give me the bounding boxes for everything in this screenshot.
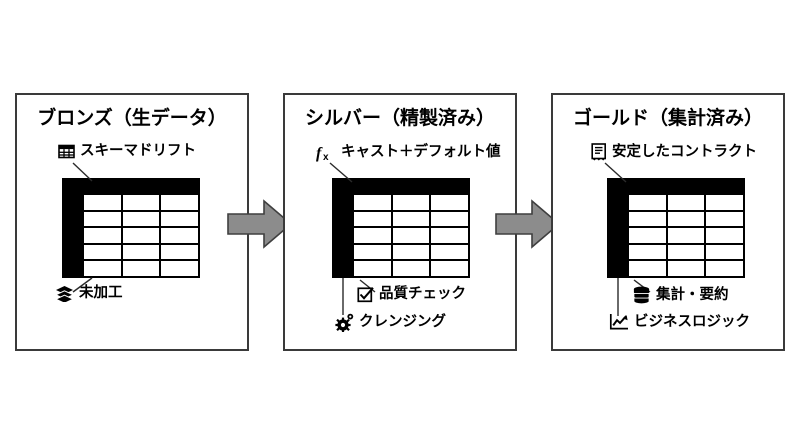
gear-icon [335,313,354,332]
table-cell [122,228,160,243]
stage-title-bronze: ブロンズ（生データ） [37,108,227,129]
table-cell [667,195,705,210]
database-stack-icon [632,286,651,304]
stage-title-gold: ゴールド（集計済み） [572,108,763,129]
table-cell [122,211,160,227]
svg-text:f: f [316,145,323,162]
annotation-aggregate-summary: 集計・要約 [632,286,729,304]
table-cell [706,244,743,260]
table-cell [706,195,743,210]
annotation-label: キャスト＋デフォルト値 [341,144,501,161]
table-cell [84,228,121,243]
table-cell-grid [84,195,198,276]
table-cell [122,261,160,276]
table-cell [629,195,666,210]
flow-arrow-silver-to-gold [495,199,561,249]
table-cell [354,261,391,276]
table-cell [629,244,666,260]
table-cell [392,195,430,210]
annotation-schema-drift: スキーマドリフト [58,143,196,160]
table-cell [629,261,666,276]
leader-line [604,162,627,183]
annotation-quality-check: 品質チェック [357,286,466,303]
svg-text:x: x [323,152,329,162]
table-cell [392,261,430,276]
table-cell [84,211,121,227]
leader-line [329,162,353,183]
leader-line [359,279,376,293]
table-cell [161,228,198,243]
stage-panel-bronze: ブロンズ（生データ） [15,93,249,351]
table-cell [392,244,430,260]
document-contract-icon [591,143,607,161]
checkbox-checked-icon [357,286,374,303]
table-cell [431,228,468,243]
annotation-raw: 未加工 [55,285,123,302]
table-cell [667,261,705,276]
annotation-cleansing: クレンジング [335,313,446,332]
leader-line [72,277,93,293]
table-cell [706,261,743,276]
table-cell-grid [354,195,468,276]
table-cell [122,195,160,210]
annotation-label: 安定したコントラクト [612,143,757,160]
table-cell [84,261,121,276]
table-cell [629,228,666,243]
table-cell [84,195,121,210]
table-cell [392,211,430,227]
table-cell [431,261,468,276]
table-cell [431,195,468,210]
table-cell [84,244,121,260]
data-table-figure-silver [332,178,470,278]
table-cell [161,211,198,227]
annotation-cast-default: f x キャスト＋デフォルト値 [316,143,501,162]
data-table-figure-bronze [62,178,200,278]
table-cell [161,244,198,260]
table-cell [354,244,391,260]
table-cell [122,244,160,260]
table-cell [431,244,468,260]
table-cell [354,211,391,227]
annotation-label: 未加工 [79,285,123,302]
table-cell [667,211,705,227]
table-cell [392,228,430,243]
table-cell [354,228,391,243]
annotation-label: ビジネスロジック [634,313,750,330]
table-cell [161,195,198,210]
leader-line [72,162,93,182]
chart-trend-icon [609,313,629,331]
flow-arrow-bronze-to-silver [227,199,293,249]
table-cell [667,228,705,243]
table-cell [354,195,391,210]
layers-stack-icon [55,285,74,302]
table-cell [706,228,743,243]
table-cell [161,261,198,276]
fx-function-icon: f x [316,143,336,162]
table-cell [629,211,666,227]
annotation-label: 集計・要約 [656,286,729,303]
table-grid-icon [58,143,75,160]
table-cell [431,211,468,227]
annotation-stable-contract: 安定したコントラクト [591,143,757,161]
table-cell-grid [629,195,743,276]
annotation-label: クレンジング [359,314,446,331]
annotation-label: スキーマドリフト [80,143,196,160]
stage-title-silver: シルバー（精製済み） [304,108,495,129]
table-cell [706,211,743,227]
data-table-figure-gold [607,178,745,278]
table-cell [667,244,705,260]
annotation-business-logic: ビジネスロジック [609,313,750,331]
annotation-label: 品質チェック [379,286,466,303]
